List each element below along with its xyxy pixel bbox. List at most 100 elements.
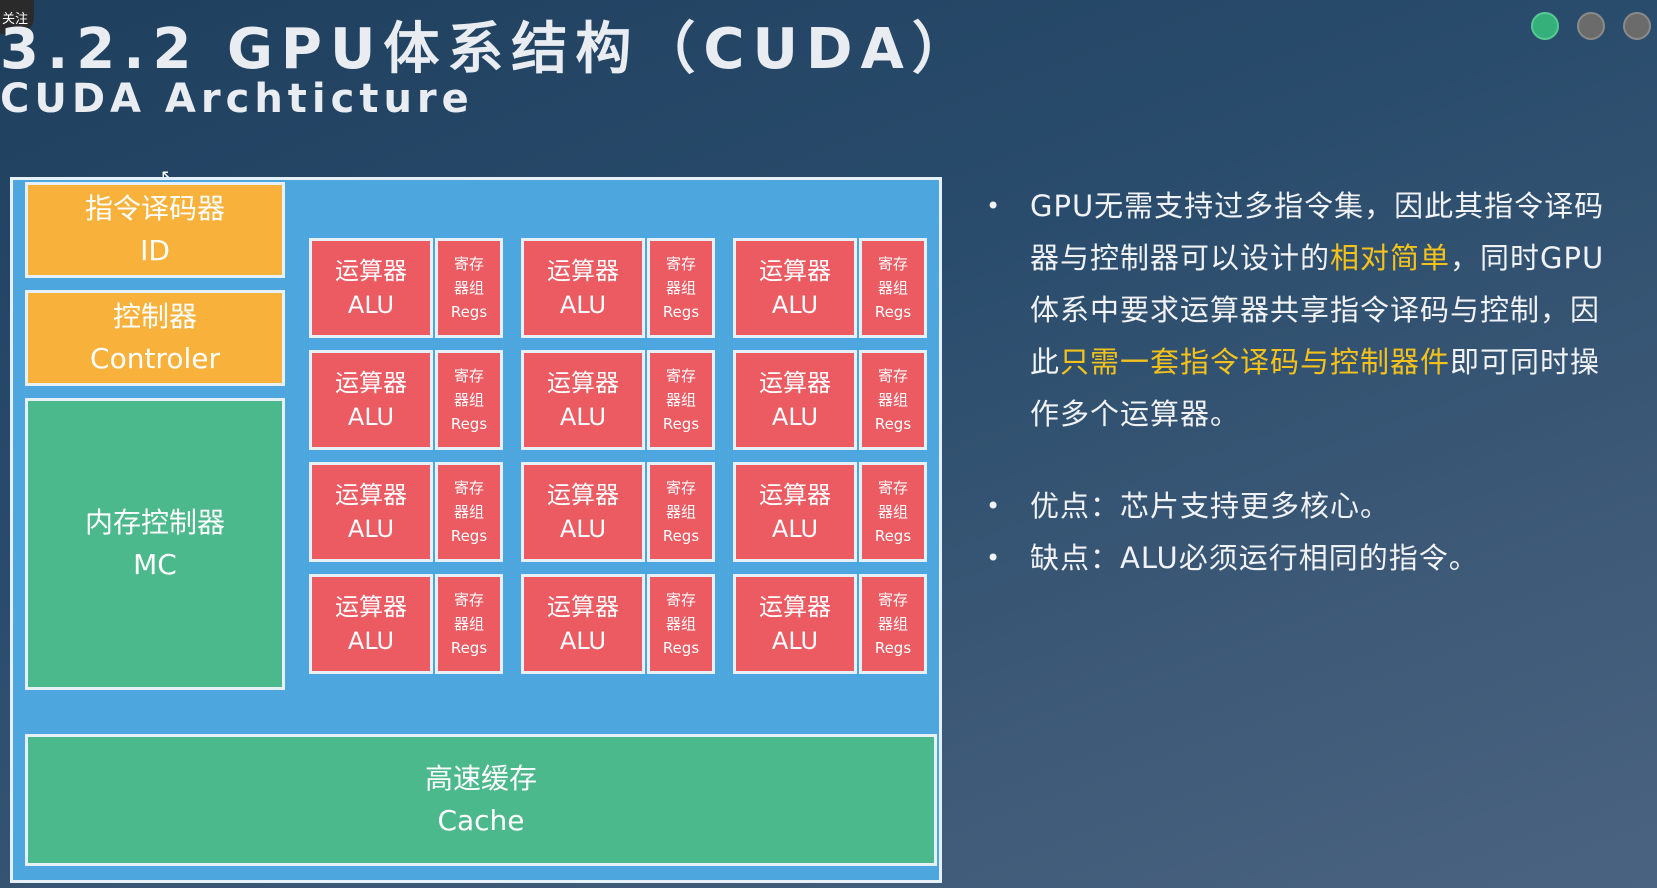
gray-dot-icon[interactable] xyxy=(1577,12,1605,40)
controller-en-label: Controler xyxy=(90,342,220,375)
bullet-1-highlight-1: 相对简单 xyxy=(1330,241,1451,275)
alu-block: 运算器 ALU xyxy=(733,574,857,674)
regs-label-1: 寄存 xyxy=(665,479,696,497)
alu-en-label: ALU xyxy=(347,627,395,655)
regs-label-2: 器组 xyxy=(665,615,696,633)
regs-label-2: 器组 xyxy=(877,279,908,297)
regs-block: 寄存器组 Regs xyxy=(647,462,715,562)
controller-cn-label: 控制器 xyxy=(112,300,197,333)
bullet-1-highlight-2: 只需一套指令译码与控制器件 xyxy=(1060,345,1451,379)
mc-cn-label: 内存控制器 xyxy=(84,506,225,539)
alu-cn-label: 运算器 xyxy=(547,257,619,285)
decoder-en-label: ID xyxy=(140,234,170,267)
regs-label-1: 寄存 xyxy=(665,255,696,273)
bullet-item: • 优点：芯片支持更多核心。 xyxy=(980,480,1620,532)
memory-controller-block: 内存控制器 MC xyxy=(25,398,285,690)
alu-en-label: ALU xyxy=(347,291,395,319)
regs-label-2: 器组 xyxy=(453,615,484,633)
regs-block: 寄存器组 Regs xyxy=(859,238,927,338)
bullet-dot-icon: • xyxy=(986,192,1002,220)
alu-en-label: ALU xyxy=(771,627,819,655)
regs-label-3: Regs xyxy=(874,303,912,321)
follow-badge-label: 关注 xyxy=(2,11,29,27)
regs-label-1: 寄存 xyxy=(877,367,908,385)
alu-en-label: ALU xyxy=(559,291,607,319)
green-dot-icon[interactable] xyxy=(1531,12,1559,40)
slide-subtitle: CUDA Archticture xyxy=(0,76,474,122)
alu-en-label: ALU xyxy=(771,291,819,319)
mc-en-label: MC xyxy=(133,548,177,581)
regs-label-1: 寄存 xyxy=(877,255,908,273)
controller-block: 控制器 Controler xyxy=(25,290,285,386)
bullet-item: • 缺点：ALU必须运行相同的指令。 xyxy=(980,532,1620,584)
bullet-dot-icon: • xyxy=(986,492,1002,520)
regs-label-1: 寄存 xyxy=(665,591,696,609)
regs-label-1: 寄存 xyxy=(453,255,484,273)
regs-label-2: 器组 xyxy=(453,391,484,409)
regs-label-2: 器组 xyxy=(453,279,484,297)
regs-label-1: 寄存 xyxy=(877,479,908,497)
bullet-item: • GPU无需支持过多指令集，因此其指令译码器与控制器可以设计的相对简单，同时G… xyxy=(980,180,1620,440)
alu-en-label: ALU xyxy=(347,403,395,431)
alu-block: 运算器 ALU xyxy=(309,350,433,450)
regs-label-2: 器组 xyxy=(665,279,696,297)
bullet-text: 优点：芯片支持更多核心。 xyxy=(1030,489,1391,523)
alu-cell: 运算器 ALU 寄存器组 Regs xyxy=(521,238,715,338)
alu-cn-label: 运算器 xyxy=(335,481,407,509)
alu-en-label: ALU xyxy=(559,627,607,655)
alu-cn-label: 运算器 xyxy=(335,257,407,285)
instruction-decoder-block: 指令译码器 ID xyxy=(25,182,285,278)
regs-label-1: 寄存 xyxy=(453,367,484,385)
alu-cn-label: 运算器 xyxy=(335,369,407,397)
bullet-1-part-2: ，同时GPU体系中要求运算器共享指令译码与控制，因此 xyxy=(1030,241,1605,379)
alu-cn-label: 运算器 xyxy=(547,481,619,509)
follow-badge[interactable]: 关注 xyxy=(0,0,34,34)
regs-label-2: 器组 xyxy=(453,503,484,521)
alu-en-label: ALU xyxy=(771,515,819,543)
bullet-text: GPU无需支持过多指令集，因此其指令译码器与控制器可以设计的相对简单，同时GPU… xyxy=(1030,180,1605,440)
alu-block: 运算器 ALU xyxy=(733,238,857,338)
alu-cn-label: 运算器 xyxy=(759,593,831,621)
bullet-1-part-3: 即可同时操作多个运算器。 xyxy=(1030,345,1601,431)
gray-dot-icon[interactable] xyxy=(1623,12,1651,40)
regs-label-1: 寄存 xyxy=(877,591,908,609)
cache-en-label: Cache xyxy=(437,804,525,837)
alu-block: 运算器 ALU xyxy=(733,350,857,450)
alu-cn-label: 运算器 xyxy=(547,369,619,397)
alu-cell: 运算器 ALU 寄存器组 Regs xyxy=(733,238,927,338)
alu-cn-label: 运算器 xyxy=(759,369,831,397)
regs-label-2: 器组 xyxy=(665,503,696,521)
regs-label-2: 器组 xyxy=(665,391,696,409)
alu-en-label: ALU xyxy=(771,403,819,431)
bullet-dot-icon: • xyxy=(986,544,1002,572)
window-dots xyxy=(1531,12,1651,40)
slide-title: 3.2.2 GPU体系结构（CUDA） xyxy=(0,17,976,82)
bullet-1-part-1: GPU无需支持过多指令集，因此其指令译码器与控制器可以设计的 xyxy=(1030,189,1605,275)
bullet-list: • GPU无需支持过多指令集，因此其指令译码器与控制器可以设计的相对简单，同时G… xyxy=(980,180,1620,584)
regs-label-3: Regs xyxy=(662,303,700,321)
regs-label-3: Regs xyxy=(662,527,700,545)
regs-label-3: Regs xyxy=(450,303,488,321)
alu-block: 运算器 ALU xyxy=(521,238,645,338)
alu-cn-label: 运算器 xyxy=(759,257,831,285)
regs-label-1: 寄存 xyxy=(453,479,484,497)
cuda-architecture-diagram: 指令译码器 ID 控制器 Controler 内存控制器 MC 运算器 ALU 寄… xyxy=(10,177,942,883)
regs-label-3: Regs xyxy=(874,415,912,433)
decoder-cn-label: 指令译码器 xyxy=(84,192,225,225)
regs-label-2: 器组 xyxy=(877,391,908,409)
regs-label-3: Regs xyxy=(662,415,700,433)
